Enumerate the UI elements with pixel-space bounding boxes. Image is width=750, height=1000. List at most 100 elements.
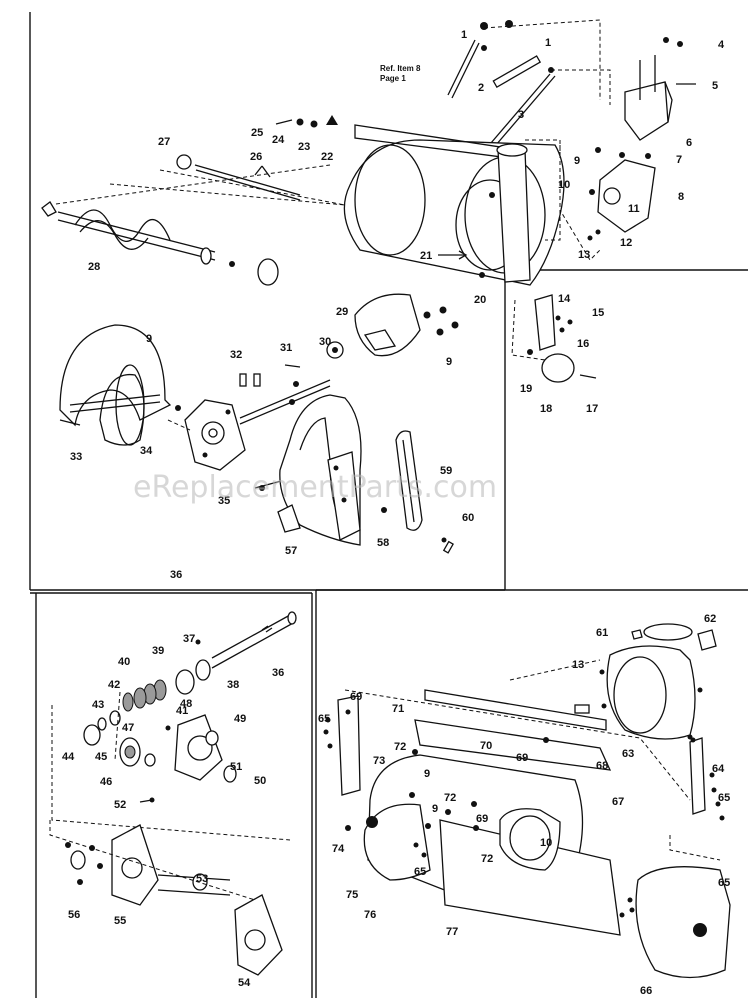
label-part-55: 55	[114, 915, 126, 927]
label-part-70: 70	[480, 740, 492, 752]
label-part-57: 57	[285, 545, 297, 557]
label-part-25: 25	[251, 127, 263, 139]
label-part-65: 65	[718, 877, 730, 889]
label-part-58: 58	[377, 537, 389, 549]
label-part-11: 11	[628, 203, 640, 215]
label-part-47: 47	[122, 722, 134, 734]
label-part-31: 31	[280, 342, 292, 354]
label-part-22: 22	[321, 151, 333, 163]
label-part-42: 42	[108, 679, 120, 691]
label-part-72: 72	[444, 792, 456, 804]
label-part-65: 65	[318, 713, 330, 725]
label-part-26: 26	[250, 151, 262, 163]
label-part-10: 10	[540, 837, 552, 849]
label-part-10: 10	[558, 179, 570, 191]
label-part-4: 4	[718, 39, 725, 51]
label-part-39: 39	[152, 645, 164, 657]
label-part-60: 60	[462, 512, 474, 524]
label-part-9: 9	[574, 155, 580, 167]
label-part-46: 46	[100, 776, 112, 788]
label-part-45: 45	[95, 751, 107, 763]
ref-note-line1: Ref. Item 8	[380, 64, 421, 73]
label-part-61: 61	[596, 627, 608, 639]
label-part-62: 62	[704, 613, 716, 625]
label-part-13: 13	[578, 249, 590, 261]
upper-assembly-drawing	[41, 19, 696, 554]
label-part-9: 9	[424, 768, 430, 780]
label-part-6: 6	[686, 137, 692, 149]
part-labels: 1 1 2 3 4 5 6 7 8 9 10 11 12 13 14 15 16…	[62, 29, 730, 997]
label-part-75: 75	[346, 889, 358, 901]
section-frames	[29, 12, 748, 998]
label-part-23: 23	[298, 141, 310, 153]
label-part-30: 30	[319, 336, 331, 348]
label-part-41: 41	[176, 705, 188, 717]
label-part-24: 24	[272, 134, 285, 146]
housing-exploded-drawing	[323, 623, 731, 979]
label-part-69: 69	[476, 813, 488, 825]
label-part-37: 37	[183, 633, 195, 645]
label-part-15: 15	[592, 307, 604, 319]
label-part-1: 1	[545, 37, 551, 49]
label-part-72: 72	[481, 853, 493, 865]
label-part-2: 2	[478, 82, 484, 94]
label-part-56: 56	[68, 909, 80, 921]
label-part-59: 59	[440, 465, 452, 477]
label-part-67: 67	[612, 796, 624, 808]
label-part-34: 34	[140, 445, 153, 457]
label-part-74: 74	[332, 843, 345, 855]
label-part-36: 36	[170, 569, 182, 581]
label-part-16: 16	[577, 338, 589, 350]
label-part-64: 64	[712, 763, 725, 775]
label-part-36: 36	[272, 667, 284, 679]
label-part-32: 32	[230, 349, 242, 361]
label-part-73: 73	[373, 755, 385, 767]
label-part-65: 65	[414, 866, 426, 878]
label-part-71: 71	[392, 703, 404, 715]
label-part-38: 38	[227, 679, 239, 691]
label-part-48: 48	[180, 698, 192, 710]
label-part-9: 9	[146, 333, 152, 345]
label-part-69: 69	[350, 691, 362, 703]
label-part-3: 3	[518, 109, 524, 121]
label-part-63: 63	[622, 748, 634, 760]
label-part-49: 49	[234, 713, 246, 725]
label-part-29: 29	[336, 306, 348, 318]
label-part-65: 65	[718, 792, 730, 804]
label-part-76: 76	[364, 909, 376, 921]
label-part-51: 51	[230, 761, 242, 773]
label-part-14: 14	[558, 293, 571, 305]
label-part-66: 66	[640, 985, 652, 997]
label-part-68: 68	[596, 760, 608, 772]
label-part-5: 5	[712, 80, 718, 92]
label-part-52: 52	[114, 799, 126, 811]
label-part-1: 1	[461, 29, 467, 41]
label-part-19: 19	[520, 383, 532, 395]
watermark-text: eReplacementParts.com	[133, 470, 497, 505]
label-part-50: 50	[254, 775, 266, 787]
label-part-40: 40	[118, 656, 130, 668]
label-part-7: 7	[676, 154, 682, 166]
label-part-54: 54	[238, 977, 251, 989]
label-part-27: 27	[158, 136, 170, 148]
label-part-44: 44	[62, 751, 75, 763]
gearbox-exploded-drawing	[49, 611, 297, 976]
label-part-33: 33	[70, 451, 82, 463]
label-part-8: 8	[678, 191, 684, 203]
ref-note-line2: Page 1	[380, 74, 406, 83]
label-part-43: 43	[92, 699, 104, 711]
label-part-13: 13	[572, 659, 584, 671]
label-part-35: 35	[218, 495, 230, 507]
label-part-9: 9	[446, 356, 452, 368]
label-part-53: 53	[196, 873, 208, 885]
label-part-69: 69	[516, 752, 528, 764]
label-part-20: 20	[474, 294, 486, 306]
label-part-28: 28	[88, 261, 100, 273]
label-part-72: 72	[394, 741, 406, 753]
label-part-17: 17	[586, 403, 598, 415]
label-part-21: 21	[420, 250, 432, 262]
label-part-9: 9	[432, 803, 438, 815]
label-part-12: 12	[620, 237, 632, 249]
label-part-18: 18	[540, 403, 552, 415]
